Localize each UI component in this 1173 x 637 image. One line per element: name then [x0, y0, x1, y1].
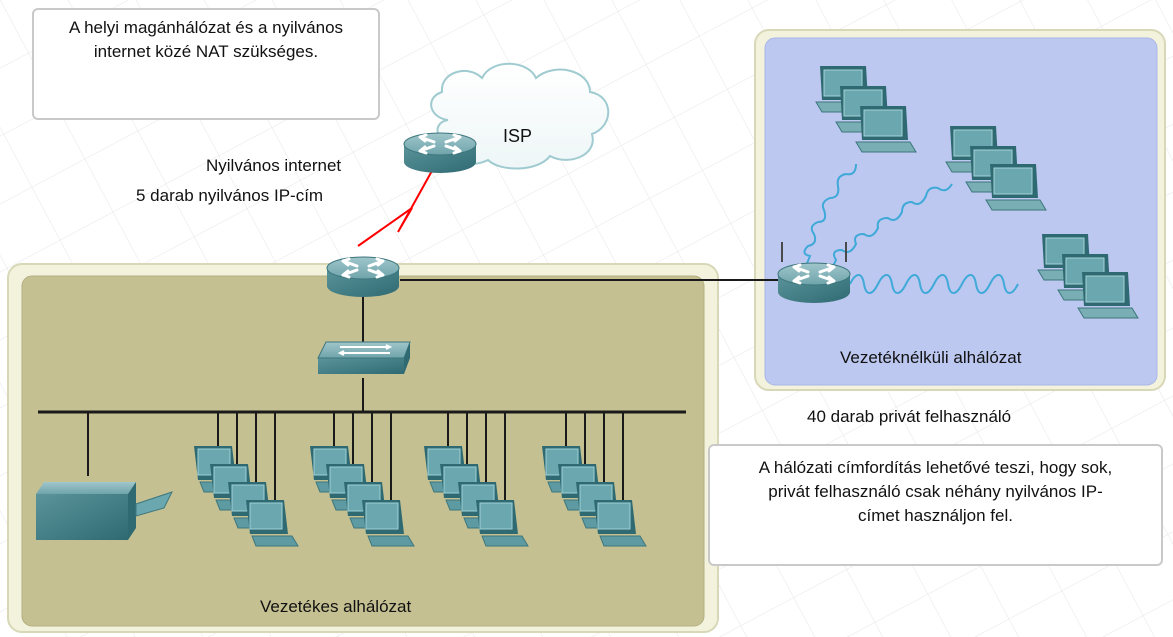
note-line: címet használjon fel.	[858, 506, 1013, 525]
switch-icon	[317, 341, 411, 374]
isp-router-icon	[402, 131, 478, 175]
printer-icon	[36, 482, 173, 540]
wireless-links	[801, 163, 1019, 294]
nat-requirement-note: A helyi magánhálózat és a nyilvános inte…	[32, 8, 380, 120]
private-users-label: 40 darab privát felhasználó	[807, 407, 1012, 426]
note-line: A hálózati címfordítás lehetővé teszi, h…	[758, 458, 1113, 477]
note-line: A helyi magánhálózat és a nyilvános	[68, 18, 344, 37]
wired-subnet-label: Vezetékes alhálózat	[260, 597, 412, 616]
isp-label: ISP	[503, 126, 533, 146]
wireless-subnet-label: Vezetéknélküli alhálózat	[840, 348, 1022, 367]
wan-serial-link	[357, 159, 439, 247]
bus-drops	[87, 412, 624, 500]
public-ips-label: 5 darab nyilvános IP-cím	[136, 186, 324, 205]
public-internet-label: Nyilvános internet	[206, 156, 342, 175]
note-line: privát felhasználó csak néhány nyilvános…	[768, 482, 1103, 501]
note-line: internet közé NAT szükséges.	[93, 42, 319, 61]
nat-router-icon	[325, 255, 401, 299]
wireless-router	[776, 242, 852, 305]
nat-explanation-note: A hálózati címfordítás lehetővé teszi, h…	[708, 444, 1163, 566]
wireless-router-icon	[776, 261, 852, 305]
